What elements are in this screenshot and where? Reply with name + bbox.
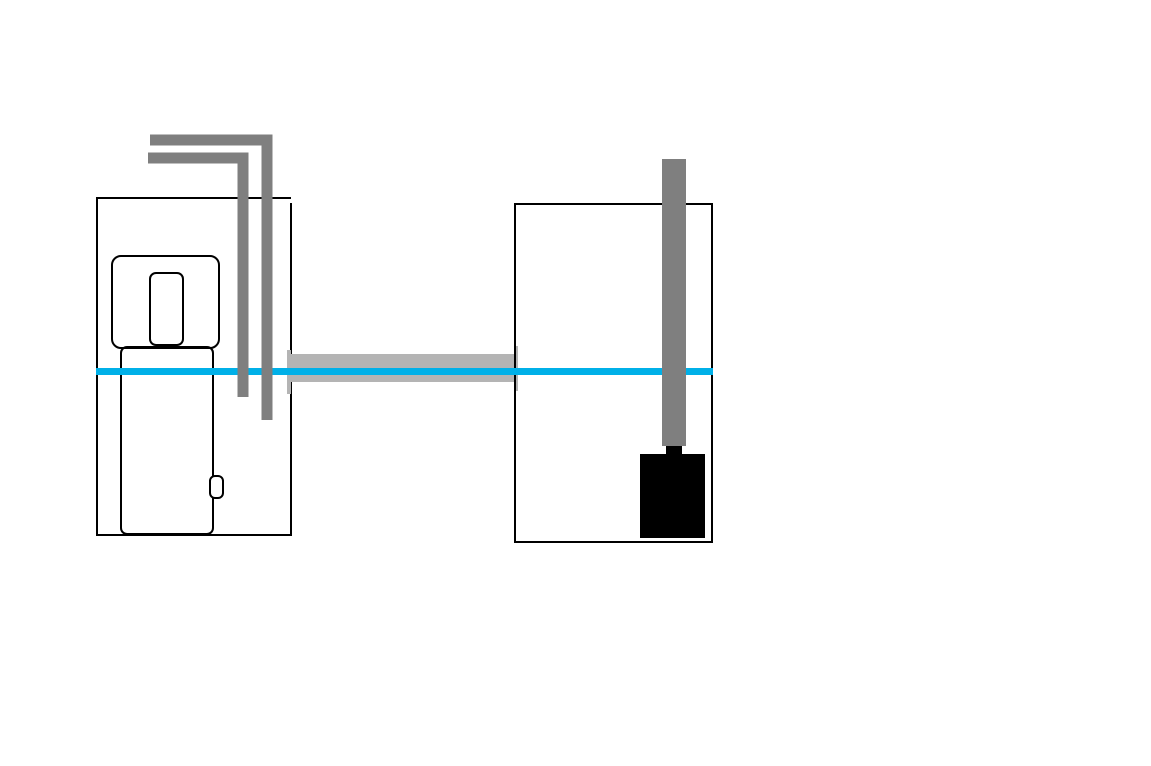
outer-overflow-pipe bbox=[150, 134, 273, 420]
filter-body bbox=[120, 346, 214, 535]
pump-assembly bbox=[640, 159, 705, 538]
pump bbox=[640, 454, 705, 538]
filter-handle bbox=[209, 475, 224, 499]
return-pipe bbox=[662, 159, 686, 446]
water-level-line bbox=[96, 368, 713, 375]
left-tank bbox=[96, 197, 292, 536]
inner-overflow-pipe bbox=[148, 152, 249, 397]
filter-unit bbox=[111, 255, 224, 535]
left-tank-outline bbox=[96, 197, 292, 536]
pump-outlet bbox=[666, 446, 682, 455]
filter-inlet bbox=[149, 272, 184, 346]
overflow-pipes bbox=[148, 134, 273, 420]
